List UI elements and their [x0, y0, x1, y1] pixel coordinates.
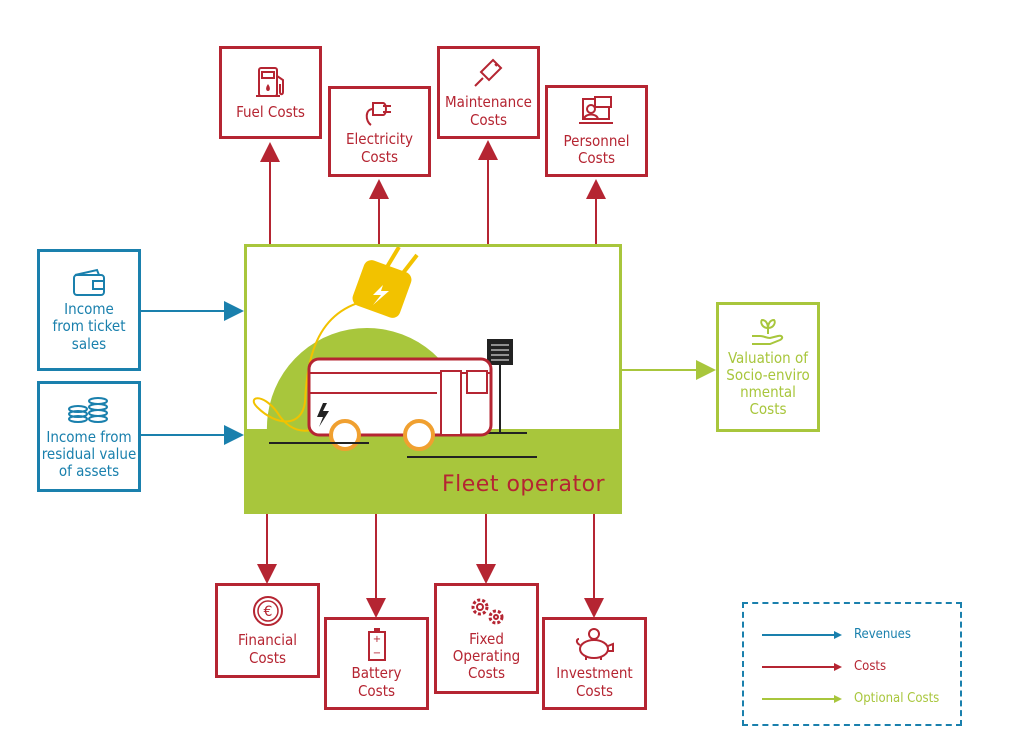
battery-costs-box: + − Battery Costs: [324, 617, 429, 710]
residual-income-label: Income from residual value of assets: [41, 427, 137, 481]
fuel-pump-icon: [255, 66, 284, 97]
maintenance-costs-label: Maintenance Costs: [445, 93, 532, 129]
legend-item-costs: Costs: [762, 658, 952, 678]
plug-icon: [352, 247, 419, 318]
fleet-operator-box: [244, 244, 622, 514]
screwdriver-icon: [473, 58, 502, 87]
svg-text:+: +: [372, 634, 380, 645]
fixed-operating-costs-box: Fixed Operating Costs: [434, 583, 539, 694]
bus-wheel-front: [329, 419, 361, 451]
legend-item-revenues: Revenues: [762, 626, 952, 646]
piggy-bank-icon: [575, 628, 614, 661]
plug-icon: [365, 102, 391, 127]
financial-costs-box: € Financial Costs: [215, 583, 320, 678]
electricity-costs-label: Electricity Costs: [345, 130, 414, 166]
ticket-income-label: Income from ticket sales: [52, 300, 126, 353]
battery-icon: + −: [367, 628, 386, 662]
gears-icon: [471, 598, 503, 625]
coin-stack-icon: [68, 396, 108, 423]
socio-environmental-label: Valuation of Socio-enviro nmental Costs: [726, 348, 810, 419]
bus-wheel-rear: [403, 419, 435, 451]
svg-text:€: €: [263, 604, 272, 620]
euro-coin-icon: €: [252, 596, 283, 627]
residual-income-box: Income from residual value of assets: [37, 381, 141, 492]
fixed-operating-costs-label: Fixed Operating Costs: [452, 629, 521, 683]
plant-hand-icon: [752, 318, 784, 345]
legend-arrow-optional-costs: [762, 695, 842, 703]
legend: Revenues Costs Optional Costs: [742, 602, 962, 726]
fuel-costs-label: Fuel Costs: [236, 102, 305, 121]
legend-label-optional-costs: Optional Costs: [854, 691, 940, 706]
legend-label-revenues: Revenues: [854, 627, 911, 642]
personnel-costs-label: Personnel Costs: [563, 131, 630, 167]
legend-arrow-revenues: [762, 631, 842, 639]
investment-costs-box: Investment Costs: [542, 617, 647, 710]
maintenance-costs-box: Maintenance Costs: [437, 46, 540, 139]
svg-text:−: −: [372, 648, 380, 659]
battery-costs-label: Battery Costs: [351, 664, 402, 700]
staff-laptop-icon: [578, 95, 613, 124]
electricity-costs-box: Electricity Costs: [328, 86, 431, 177]
personnel-costs-box: Personnel Costs: [545, 85, 648, 177]
ticket-income-box: Income from ticket sales: [37, 249, 141, 371]
legend-arrow-costs: [762, 663, 842, 671]
legend-label-costs: Costs: [854, 659, 887, 674]
wallet-icon: [73, 268, 105, 297]
fuel-costs-box: Fuel Costs: [219, 46, 322, 139]
socio-environmental-box: Valuation of Socio-enviro nmental Costs: [716, 302, 820, 432]
financial-costs-label: Financial Costs: [238, 631, 297, 667]
bus: [307, 357, 493, 451]
bus-illustration: [247, 247, 619, 511]
investment-costs-label: Investment Costs: [556, 664, 633, 700]
legend-item-optional-costs: Optional Costs: [762, 690, 952, 710]
fleet-operator-label: Fleet operator: [442, 472, 606, 497]
